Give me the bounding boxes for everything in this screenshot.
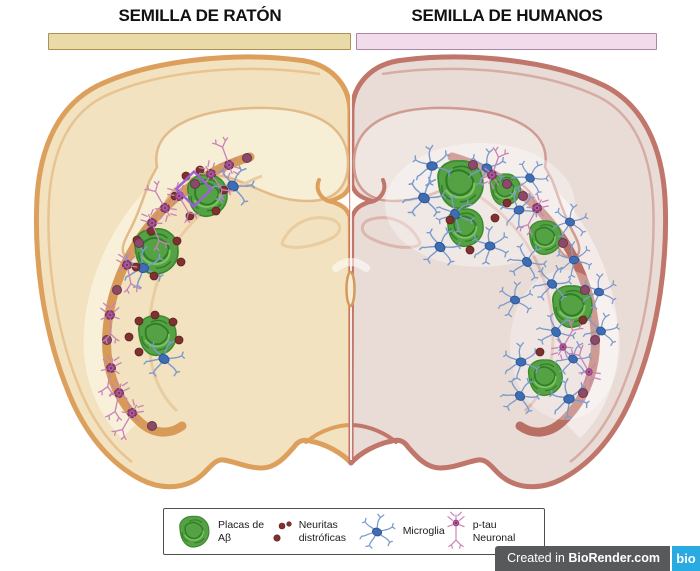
- dystrophic-neurite-dot: [535, 347, 545, 357]
- watermark-brand: BioRender.com: [568, 551, 660, 565]
- ptau-soma-dot: [468, 160, 478, 170]
- right-panel-title: SEMILLA DE HUMANOS: [411, 6, 603, 25]
- dystrophic-neurite-dot: [176, 257, 186, 267]
- ptau-soma-dot: [578, 388, 588, 398]
- ptau-soma-dot: [134, 238, 144, 248]
- dystrophic-neurite-dot: [465, 245, 475, 255]
- ptau-neuron-icon: [447, 511, 465, 549]
- dystrophic-neurite-dot: [168, 317, 178, 327]
- ptau-soma-dot: [502, 179, 512, 189]
- dystrophic-neurite-dot: [134, 347, 144, 357]
- legend-item-ptau: p-tau Neuronal: [445, 511, 532, 552]
- ptau-soma-dot: [558, 238, 568, 248]
- legend-label-neurites: Neuritas distróficas: [298, 519, 346, 544]
- legend-item-microglia: Microglia: [357, 513, 445, 550]
- legend-label-ptau: p-tau Neuronal: [472, 519, 516, 544]
- ptau-soma-dot: [147, 421, 157, 431]
- dystrophic-neurites-icon: [273, 520, 292, 542]
- abeta-plaque-icon: [179, 515, 210, 548]
- watermark-prefix: Created in: [507, 551, 569, 565]
- legend-item-plaques: Placas de Aβ: [176, 515, 269, 549]
- watermark-text: Created in BioRender.com: [495, 546, 670, 571]
- third-ventricle-slit: [345, 270, 356, 308]
- left-seed-bar: [48, 33, 351, 50]
- ptau-soma-dot: [590, 335, 600, 345]
- dystrophic-neurite-dot: [211, 206, 221, 216]
- dystrophic-neurite-dot: [578, 315, 588, 325]
- dystrophic-neurite-dot: [134, 316, 144, 326]
- microglia-icon: [359, 513, 396, 549]
- legend-label-plaques: Placas de Aβ: [218, 519, 265, 544]
- dystrophic-neurite-dot: [445, 215, 455, 225]
- biorender-logo: bio: [672, 546, 700, 571]
- ptau-soma-dot: [242, 153, 252, 163]
- abeta-plaque: [527, 359, 563, 397]
- left-panel-title: SEMILLA DE RATÓN: [118, 6, 282, 25]
- dystrophic-neurite-dot: [124, 332, 134, 342]
- ptau-soma-dot: [518, 191, 528, 201]
- biorender-watermark: Created in BioRender.com bio: [495, 546, 700, 571]
- ptau-soma-dot: [580, 285, 590, 295]
- dystrophic-neurite-dot: [502, 198, 512, 208]
- midline-arch: [332, 258, 370, 272]
- ptau-soma-dot: [112, 285, 122, 295]
- dystrophic-neurite-dot: [490, 213, 500, 223]
- ptau-soma-dot: [190, 179, 200, 189]
- legend-label-microglia: Microglia: [402, 525, 445, 538]
- hemisphere-left: [36, 57, 351, 487]
- legend-box: Placas de Aβ Neuritas distróficas Microg…: [163, 508, 545, 555]
- dystrophic-neurite-dot: [174, 335, 184, 345]
- dystrophic-neurite-dot: [172, 236, 182, 246]
- legend-item-neurites: Neuritas distróficas: [269, 519, 357, 545]
- dystrophic-neurite-dot: [149, 271, 159, 281]
- hemisphere-right: [351, 57, 666, 487]
- dystrophic-neurite-dot: [150, 310, 160, 320]
- right-seed-bar: [356, 33, 657, 50]
